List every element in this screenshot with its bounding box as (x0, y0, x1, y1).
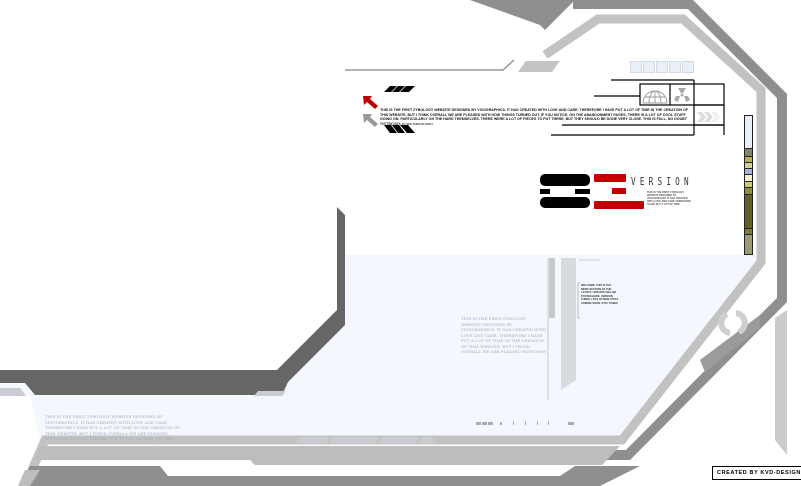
version-logo-graphic (540, 174, 644, 209)
color-bar-segment (745, 149, 752, 157)
header-square[interactable] (630, 61, 642, 73)
side-notes-bracket (577, 282, 580, 319)
radiation-icon (674, 88, 690, 102)
version-caption: This is the first Zybology website desig… (647, 191, 691, 206)
arrow-up-left-icon (363, 96, 378, 127)
left-tab (254, 391, 286, 396)
bottom-tab (379, 437, 420, 443)
side-notes: Welcome. This is the news section of the… (581, 284, 619, 305)
header-square[interactable] (643, 61, 655, 73)
left-dark-block (0, 207, 345, 395)
refresh-icon (718, 310, 748, 336)
color-bar-segment (745, 157, 752, 163)
color-bar-segment (745, 175, 752, 182)
center-paragraph: This is the first Zybology website desig… (461, 316, 547, 354)
globe-icon (642, 90, 668, 104)
right-lower-band (775, 310, 787, 455)
chevrons-right-icon (697, 112, 720, 122)
inner-frame (20, 14, 766, 486)
ruler-tick (476, 422, 481, 425)
header-box-lines (551, 79, 725, 136)
color-bar-segment (745, 169, 752, 175)
arrow-up-left-icon (363, 114, 378, 127)
ruler-tick (513, 421, 514, 425)
ruler-tick (537, 421, 538, 425)
left-notch (0, 388, 26, 396)
color-bar-segment (745, 195, 752, 229)
header-text: This is the first Zybology website desig… (380, 108, 688, 123)
bottom-band-light (35, 446, 620, 465)
header-divider (345, 59, 515, 71)
color-bar-segment (745, 235, 752, 254)
color-bar-segment (745, 116, 752, 149)
bottom-band-dark (20, 466, 640, 486)
header-tab (518, 61, 560, 72)
bottom-tab (329, 437, 380, 443)
ruler-tick (568, 422, 574, 425)
ruler-tick (525, 421, 526, 425)
credit-link[interactable]: CREATED BY KVD-DESIGNS (712, 466, 801, 480)
bottom-tabs (296, 437, 436, 443)
ruler-tick (488, 422, 493, 425)
ruler-ticks (476, 421, 574, 425)
header-square[interactable] (682, 61, 694, 73)
bottom-tab (419, 437, 436, 443)
color-bar-segment (745, 229, 752, 235)
header-square[interactable] (656, 61, 668, 73)
ruler-tick (500, 422, 502, 425)
stripes (384, 86, 415, 133)
version-label: VERSION (631, 175, 693, 188)
content-panel-white (0, 0, 337, 370)
color-bar (744, 115, 753, 255)
scroll-track (549, 258, 555, 318)
header-square[interactable] (669, 61, 681, 73)
arrow-up-left-icon (363, 96, 378, 109)
side-strip (561, 258, 576, 390)
bottom-paragraph: This is the first Zybology website desig… (45, 414, 180, 442)
ruler-tick (482, 422, 487, 425)
outer-frame-corner (470, 0, 575, 30)
color-bar-segment (745, 163, 752, 169)
bottom-band-corner (18, 470, 40, 486)
header-subtext: You are able to see them slowly (380, 122, 434, 126)
bottom-tab (296, 437, 330, 443)
ruler-tick (548, 421, 549, 425)
color-bar-segment (745, 182, 752, 188)
color-bar-segment (745, 188, 752, 195)
